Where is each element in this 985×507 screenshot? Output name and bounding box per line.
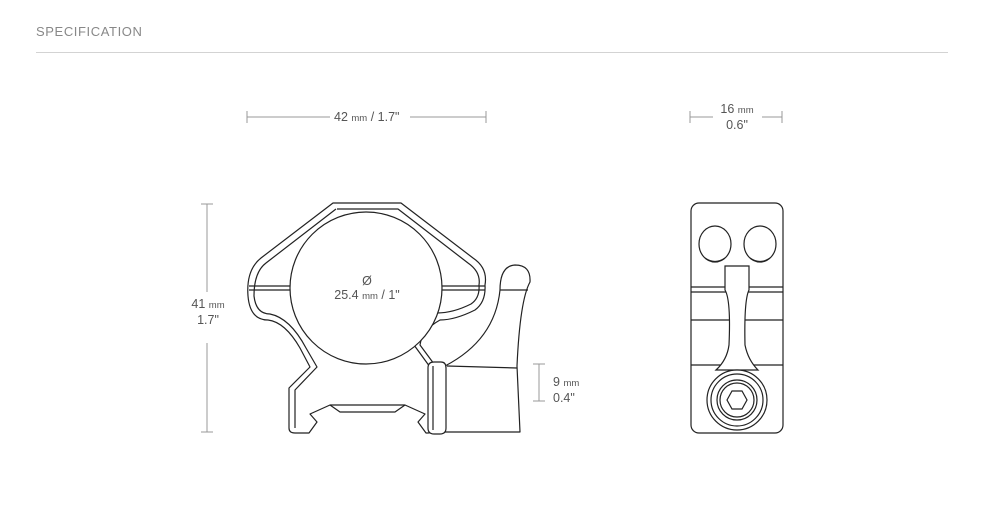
side-width-dimension-label: 16 mm 0.6": [713, 102, 761, 132]
height-imperial: 1.7": [197, 313, 219, 327]
width-unit: mm: [351, 113, 368, 124]
side-width-imperial: 0.6": [726, 118, 748, 132]
lever-imperial: 0.4": [553, 391, 575, 405]
lever-dimension-label: 9 mm 0.4": [553, 375, 580, 405]
side-width-value: 16: [720, 102, 735, 116]
height-dimension-label: 41 mm 1.7": [189, 297, 227, 327]
bore-imperial: 1": [388, 288, 400, 302]
width-separator: /: [370, 110, 375, 124]
width-imperial: 1.7": [377, 110, 400, 124]
bore-separator: /: [381, 288, 385, 302]
section-title: SPECIFICATION: [36, 24, 143, 39]
bore-value: 25.4: [334, 288, 359, 302]
lever-value: 9: [553, 375, 560, 389]
width-dimension-label: 42 mm / 1.7": [334, 110, 400, 126]
diameter-symbol: Ø: [362, 274, 372, 288]
height-value: 41: [191, 297, 206, 311]
lever-unit: mm: [563, 378, 580, 389]
width-value: 42: [334, 110, 348, 124]
side-view-ring: [690, 202, 784, 434]
header-divider: [36, 52, 948, 53]
side-width-unit: mm: [737, 105, 754, 116]
bore-unit: mm: [362, 291, 378, 302]
bore-dimension-label: Ø 25.4 mm / 1": [326, 274, 408, 304]
front-view-ring: [247, 202, 531, 435]
height-unit: mm: [208, 300, 225, 311]
